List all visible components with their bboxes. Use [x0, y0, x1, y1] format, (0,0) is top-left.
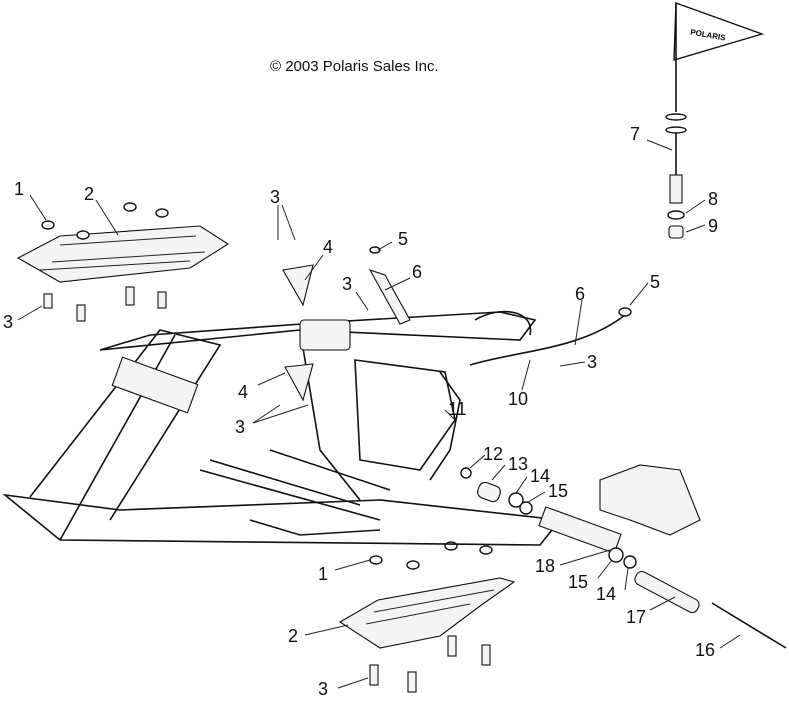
callout-17: 17	[626, 607, 646, 627]
flag-pole-break	[665, 113, 687, 121]
callout-12: 12	[483, 444, 503, 464]
bushing-13	[477, 481, 501, 503]
flag-pole-threaded-end	[669, 174, 683, 204]
callout-15: 15	[548, 481, 568, 501]
bracket-6	[368, 269, 411, 325]
callout-3: 3	[3, 312, 13, 332]
callout-9: 9	[708, 216, 718, 236]
callout-3: 3	[587, 352, 597, 372]
callout-14: 14	[530, 466, 550, 486]
nut-9	[668, 225, 684, 239]
cable-6	[469, 314, 626, 366]
callout-18: 18	[535, 556, 555, 576]
nut-12	[460, 467, 472, 479]
callout-1: 1	[318, 564, 328, 584]
lower-skid-plate	[338, 541, 516, 693]
callout-3: 3	[318, 679, 328, 699]
tube-18	[538, 506, 622, 554]
swingarm-assembly	[460, 464, 787, 649]
callout-15: 15	[568, 572, 588, 592]
callout-6: 6	[575, 284, 585, 304]
callout-2: 2	[84, 184, 94, 204]
callout-3: 3	[235, 417, 245, 437]
skid-plate-2-top	[16, 225, 230, 283]
callout-4: 4	[238, 382, 248, 402]
spacer-15b	[608, 547, 624, 563]
callout-4: 4	[323, 237, 333, 257]
washer-14b	[623, 555, 637, 569]
sleeve-17	[634, 570, 700, 614]
flag-pole-break-lower	[665, 126, 687, 134]
callout-3: 3	[270, 187, 280, 207]
washer-8	[667, 210, 685, 220]
callout-3: 3	[342, 274, 352, 294]
callout-13: 13	[508, 454, 528, 474]
bolt-3-upper	[43, 293, 53, 309]
callout-11: 11	[448, 399, 467, 419]
washer-1	[41, 220, 55, 230]
callout-6: 6	[412, 262, 422, 282]
callout-10: 10	[508, 389, 528, 409]
bracket-4-upper	[282, 264, 314, 307]
flag-assembly: POLARIS	[665, 2, 765, 239]
flag-pennant	[673, 2, 765, 61]
copyright-notice: © 2003 Polaris Sales Inc.	[270, 58, 439, 75]
callout-5: 5	[650, 272, 660, 292]
callout-16: 16	[695, 640, 715, 660]
leader-lines	[17, 139, 741, 689]
callout-8: 8	[708, 189, 718, 209]
callout-numbers: 1 2 3 3 4 5 3 6 7 8 9 6 5 3 10 4 3 11 12…	[3, 124, 718, 699]
callout-1: 1	[14, 179, 24, 199]
upper-skid-plate	[16, 202, 230, 322]
callout-5: 5	[398, 229, 408, 249]
callout-7: 7	[630, 124, 640, 144]
bracket-4-lower	[284, 363, 314, 402]
axle-bolt-16	[711, 602, 787, 649]
skid-plate-2-bottom	[338, 577, 516, 649]
main-frame	[2, 310, 562, 546]
spacer-15a	[519, 501, 533, 515]
callout-14: 14	[596, 584, 616, 604]
callout-2: 2	[288, 626, 298, 646]
